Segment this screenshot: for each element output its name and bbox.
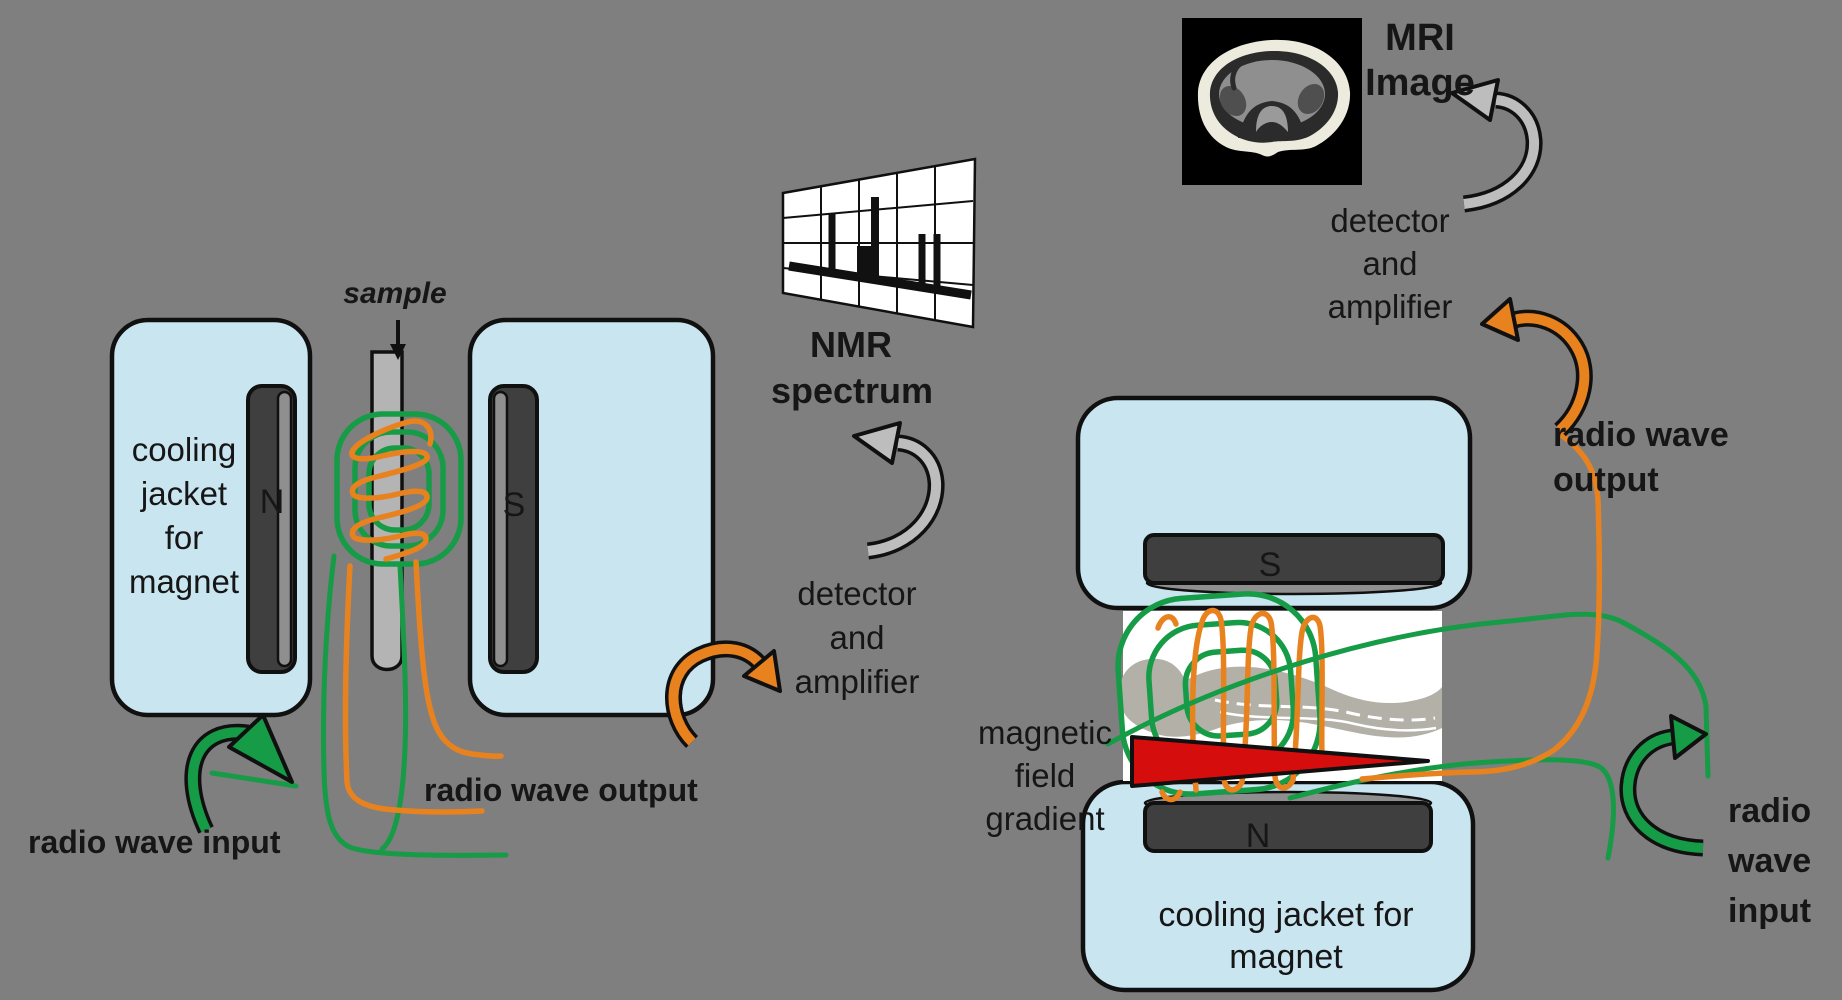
nmr-cooling-jacket-label: cooling jacket for magnet <box>128 431 240 600</box>
mri-spinal-arch <box>1256 106 1288 132</box>
nmr-radio-wave-output-label: radio wave output <box>424 772 698 808</box>
nmr-coil <box>349 418 434 562</box>
nmr-spectrum-peak <box>918 234 926 289</box>
nmr-orange-wire-left <box>342 563 485 815</box>
mri-detector-label: detector and amplifier <box>1327 202 1453 325</box>
mri-coil-hook <box>1159 789 1183 803</box>
mri-radio-wave-output-label: radio wave output <box>1553 416 1729 499</box>
mri-image-thumbnail <box>1182 18 1362 185</box>
detector-to-spectrum-arrow <box>852 421 945 560</box>
radio-wave-input-arrow-mri <box>1619 714 1708 857</box>
nmr-radio-wave-input-label: radio wave input <box>28 824 281 860</box>
nmr-input-wire-stub <box>209 770 299 789</box>
nmr-north-pole-label: N <box>259 483 285 521</box>
mri-south-pole-label: S <box>1258 546 1282 584</box>
mri-organ-right <box>1297 84 1325 114</box>
mri-magnet-south <box>1143 533 1445 585</box>
nmr-magnet-south-face <box>492 390 509 668</box>
mri-coil-entry <box>1155 614 1179 631</box>
radio-wave-output-arrow-nmr <box>665 640 782 749</box>
magnetic-field-gradient-wedge <box>1130 735 1430 788</box>
sample-label: sample <box>343 277 447 310</box>
mri-green-wire-upper <box>1105 611 1711 779</box>
nmr-green-wire-right <box>379 563 409 852</box>
body-spine-line <box>1219 710 1437 732</box>
nmr-south-pole-label: S <box>502 486 526 524</box>
mri-rib-mark <box>1230 61 1243 91</box>
magnetic-field-gradient-label: magnetic field gradient <box>978 714 1112 837</box>
nmr-spectrum-peak <box>933 234 941 291</box>
spectrum-baseline <box>788 261 972 300</box>
mri-organ-left <box>1219 86 1247 116</box>
mri-cooling-jacket-label: cooling jacket for magnet <box>1158 896 1414 976</box>
mri-radio-wave-input-label: radio wave input <box>1728 792 1812 930</box>
radio-wave-input-arrow-nmr <box>184 713 294 834</box>
mri-tissue-gray <box>1219 60 1325 128</box>
mri-magnet-north <box>1143 801 1433 853</box>
mri-orange-wire <box>1359 431 1603 782</box>
nmr-detector-label: detector and amplifier <box>794 575 920 700</box>
detector-to-mri-image-arrow <box>1450 78 1543 213</box>
nmr-magnet-north-face <box>276 390 293 668</box>
mri-coil <box>1189 607 1325 793</box>
spectrum-peaks <box>828 197 941 291</box>
nmr-spectrum-peak <box>828 213 836 275</box>
mri-image-title: MRI Image <box>1365 17 1475 104</box>
mri-north-pole-label: N <box>1245 817 1271 855</box>
nmr-spectrum-title: NMR spectrum <box>771 324 934 411</box>
nmr-green-wire-left <box>321 553 509 858</box>
sample-arrow <box>390 320 406 360</box>
nmr-orange-wire-right <box>413 559 504 759</box>
radio-wave-output-arrow-mri <box>1480 297 1593 437</box>
nmr-spectrum-panel <box>781 157 977 329</box>
body-spine-dashed-line <box>1214 698 1436 722</box>
patient-body <box>1119 658 1442 738</box>
nmr-spectrum-peak <box>871 197 879 282</box>
